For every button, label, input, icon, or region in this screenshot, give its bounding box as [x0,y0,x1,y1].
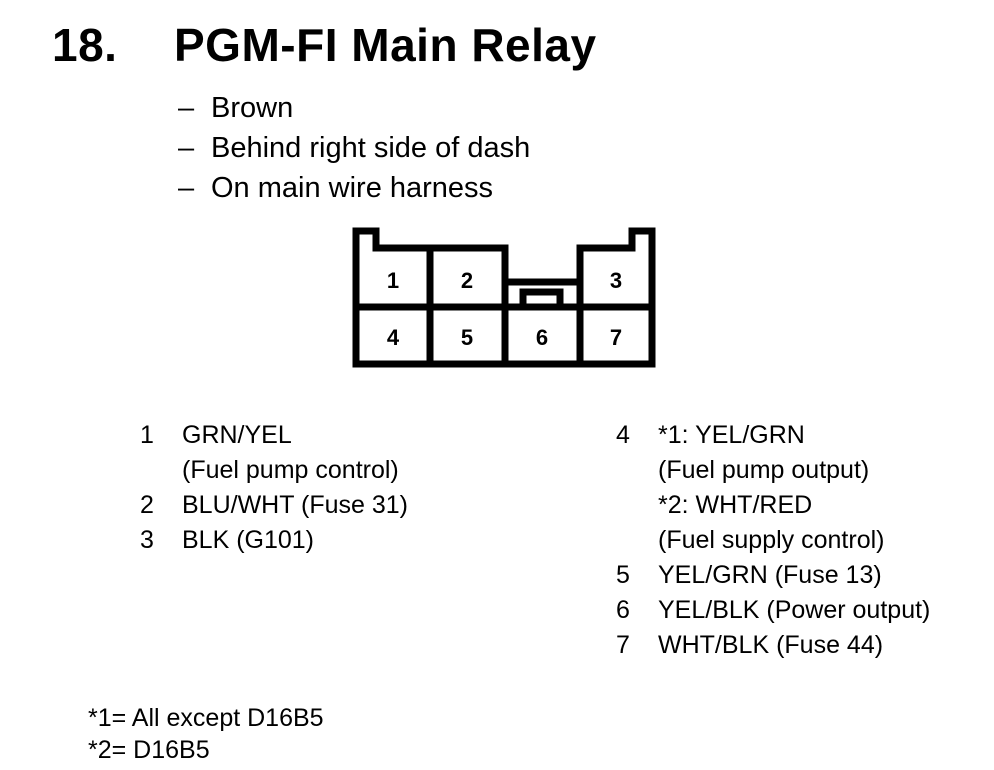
dash-bullet: – [178,92,195,124]
pin-number: 1 [140,421,154,449]
pin-text: (Fuel supply control) [658,526,885,554]
location-item: –Behind right side of dash [178,128,530,168]
location-text: Brown [211,92,294,124]
pin-entry: 2 BLU/WHT (Fuse 31) [140,488,408,523]
pin-label: 1 [387,268,399,293]
pin-label: 7 [610,325,622,350]
pin-number: 2 [140,491,154,519]
dash-bullet: – [178,172,195,204]
pin-label: 6 [536,325,548,350]
pin-entry: 6 YEL/BLK (Power output) [616,593,930,628]
pin-entry: 1 GRN/YEL (Fuel pump control) [140,418,408,488]
pin-label: 5 [461,325,473,350]
pin-text: *1: YEL/GRN [658,421,805,449]
pin-label: 2 [461,268,473,293]
pin-text: BLK (G101) [182,526,315,554]
pin-text: (Fuel pump control) [182,456,399,484]
section-number: 18. [52,19,118,71]
pin-label: 3 [610,268,622,293]
page-title: 18. PGM-FI Main Relay [52,18,597,72]
dash-bullet: – [178,132,195,164]
footnote: *1= All except D16B5 [88,704,324,732]
pin-text: WHT/BLK (Fuse 44) [658,631,884,659]
location-text: Behind right side of dash [211,132,531,164]
pin-entry: 7 WHT/BLK (Fuse 44) [616,628,930,663]
pin-text: BLU/WHT (Fuse 31) [182,491,408,519]
location-item: –On main wire harness [178,168,530,208]
pin-list-right: 4 *1: YEL/GRN (Fuel pump output) *2: WHT… [616,418,930,663]
pin-text: GRN/YEL [182,421,292,449]
pin-text: YEL/GRN (Fuse 13) [658,561,882,589]
pin-text: (Fuel pump output) [658,456,870,484]
pin-entry: 5 YEL/GRN (Fuse 13) [616,558,930,593]
pin-number: 6 [616,596,630,624]
pin-entry: 4 *1: YEL/GRN (Fuel pump output) *2: WHT… [616,418,930,558]
location-list: –Brown –Behind right side of dash –On ma… [178,88,530,208]
location-text: On main wire harness [211,172,494,204]
pin-text: YEL/BLK (Power output) [658,596,931,624]
footnote: *2= D16B5 [88,736,210,764]
pin-list-left: 1 GRN/YEL (Fuel pump control) 2 BLU/WHT (… [140,418,408,558]
pin-text: *2: WHT/RED [658,491,813,519]
connector-latch [519,288,564,307]
footnotes: *1= All except D16B5 *2= D16B5 [88,702,324,766]
connector-diagram: 1 2 3 4 5 6 7 [352,227,656,368]
pin-entry: 3 BLK (G101) [140,523,408,558]
pin-number: 7 [616,631,630,659]
pin-number: 3 [140,526,154,554]
location-item: –Brown [178,88,530,128]
pin-number: 4 [616,421,630,449]
pin-number: 5 [616,561,630,589]
section-title: PGM-FI Main Relay [174,19,597,71]
pin-label: 4 [387,325,400,350]
